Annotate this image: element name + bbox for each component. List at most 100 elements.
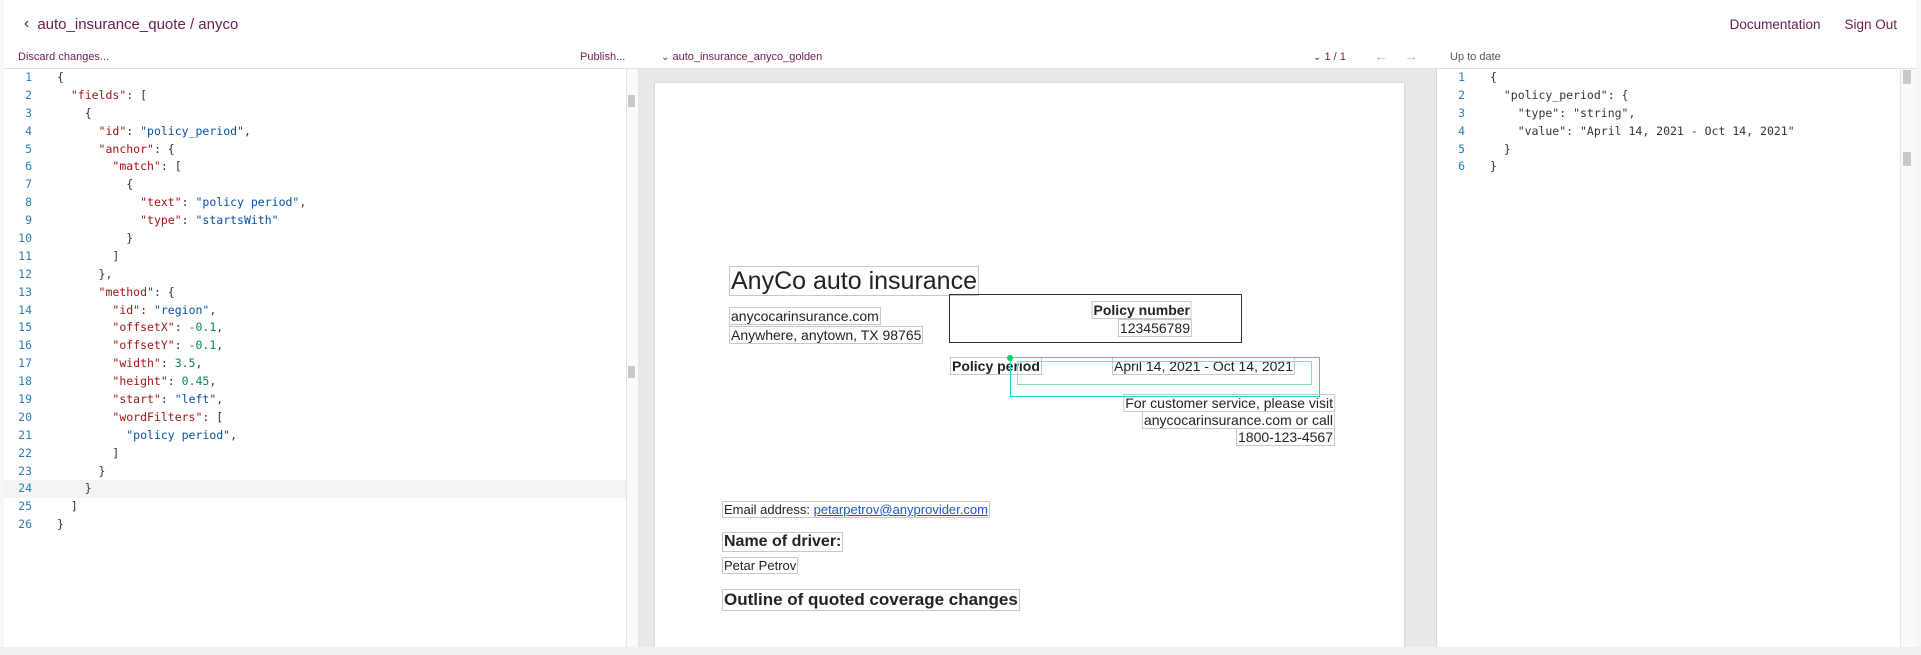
code-token [57, 374, 112, 388]
back-button[interactable]: ‹ auto_insurance_quote / anyco [24, 15, 238, 33]
line-number: 5 [25, 141, 32, 156]
page-select[interactable]: ⌄ 1 / 1 [1313, 51, 1346, 63]
code-token: , [195, 356, 203, 371]
discard-changes-button[interactable]: Discard changes... [18, 51, 110, 63]
code-token: : { [153, 284, 175, 299]
code-line[interactable]: 18 "height": 0.45, [4, 373, 640, 391]
line-number: 6 [25, 159, 32, 174]
code-line[interactable]: 17 "width": 3.5, [4, 355, 640, 373]
code-token: : [140, 302, 154, 317]
line-content: } [57, 463, 106, 481]
documentation-link[interactable]: Documentation [1729, 17, 1821, 32]
code-line[interactable]: 2 "fields": [ [4, 87, 640, 105]
code-token [57, 285, 99, 299]
code-line[interactable]: 11 ] [4, 248, 640, 266]
window-frame-left [0, 0, 4, 655]
editor-scrollbar[interactable] [626, 69, 638, 647]
code-line[interactable]: 12 }, [4, 266, 640, 284]
next-page-icon[interactable]: → [1404, 48, 1418, 64]
code-token: , [216, 320, 224, 335]
line-number: 5 [1458, 141, 1465, 156]
output-scroll-marker[interactable] [1903, 70, 1911, 84]
code-line[interactable]: 9 "type": "startsWith" [4, 212, 640, 230]
document-select[interactable]: ⌄ auto_insurance_anyco_golden [661, 51, 822, 63]
line-number: 4 [25, 123, 32, 138]
code-line[interactable]: 15 "offsetX": -0.1, [4, 319, 640, 337]
editor-scroll-marker[interactable] [628, 366, 635, 378]
code-line[interactable]: 5 "anchor": { [4, 141, 640, 159]
code-line[interactable]: 5 } [1437, 141, 1916, 159]
output-scroll-marker[interactable] [1903, 152, 1911, 166]
line-content: } [57, 516, 64, 534]
line-number: 9 [25, 213, 32, 228]
window-frame-bottom [0, 647, 1921, 655]
code-token [57, 195, 140, 209]
code-token: "fields" [70, 87, 127, 102]
extraction-region-highlight[interactable] [1010, 357, 1320, 397]
code-line[interactable]: 10 } [4, 230, 640, 248]
line-content: "start": "left", [57, 391, 223, 409]
line-content: "text": "policy period", [57, 194, 306, 212]
email-link[interactable]: petarpetrov@anyprovider.com [813, 502, 988, 517]
output-json-panel[interactable]: 1{2 "policy_period": {3 "type": "string"… [1437, 69, 1916, 647]
prev-page-icon[interactable]: ← [1374, 48, 1388, 64]
code-token: "left" [174, 392, 217, 407]
doc-website: anycocarinsurance.com [729, 307, 881, 325]
code-token: : [ [160, 159, 182, 174]
code-line[interactable]: 1{ [1437, 69, 1916, 87]
line-number: 13 [18, 284, 32, 299]
line-content: { [57, 69, 64, 87]
code-line[interactable]: 26} [4, 516, 640, 534]
code-token: } [1490, 159, 1497, 174]
code-token [57, 213, 140, 227]
output-scrollbar[interactable] [1900, 69, 1916, 647]
code-token: "offsetY" [112, 338, 175, 353]
publish-button[interactable]: Publish... [580, 51, 626, 63]
code-line[interactable]: 7 { [4, 176, 640, 194]
code-line[interactable]: 23 } [4, 463, 640, 481]
code-line[interactable]: 16 "offsetY": -0.1, [4, 337, 640, 355]
pane-splitter[interactable] [638, 69, 640, 647]
code-token: ] [57, 248, 120, 263]
code-line[interactable]: 25 ] [4, 498, 640, 516]
code-token: "text" [140, 195, 182, 210]
code-line[interactable]: 19 "start": "left", [4, 391, 640, 409]
code-token: "value": "April 14, 2021 - Oct 14, 2021" [1490, 123, 1795, 138]
code-token: : [174, 338, 189, 353]
document-viewer: AnyCo auto insurance anycocarinsurance.c… [640, 69, 1436, 647]
code-token: "region" [153, 302, 210, 317]
customer-service-line: anycocarinsurance.com or call [1141, 411, 1335, 429]
code-token: : [160, 356, 175, 371]
code-line[interactable]: 3 "type": "string", [1437, 105, 1916, 123]
line-content: }, [57, 266, 113, 284]
code-line[interactable]: 4 "id": "policy_period", [4, 123, 640, 141]
code-line[interactable]: 24 } [4, 480, 640, 499]
code-line[interactable]: 3 { [4, 105, 640, 123]
editor-scroll-marker[interactable] [628, 95, 635, 107]
code-token: : [181, 213, 196, 228]
line-number: 16 [18, 338, 32, 353]
policy-number-box [949, 294, 1242, 343]
code-line[interactable]: 6 "match": [ [4, 158, 640, 176]
code-token: "anchor" [98, 141, 154, 156]
line-number: 3 [1458, 105, 1465, 120]
code-line[interactable]: 1{ [4, 69, 640, 87]
sign-out-link[interactable]: Sign Out [1844, 17, 1897, 32]
code-line[interactable]: 21 "policy period", [4, 427, 640, 445]
code-line[interactable]: 14 "id": "region", [4, 302, 640, 320]
code-line[interactable]: 20 "wordFilters": [ [4, 409, 640, 427]
toolbar-divider [4, 68, 1916, 69]
code-line[interactable]: 2 "policy_period": { [1437, 87, 1916, 105]
code-line[interactable]: 13 "method": { [4, 284, 640, 302]
code-line[interactable]: 22 ] [4, 445, 640, 463]
code-token: : [126, 123, 141, 138]
code-line[interactable]: 6} [1437, 158, 1916, 176]
line-number: 23 [18, 463, 32, 478]
code-line[interactable]: 4 "value": "April 14, 2021 - Oct 14, 202… [1437, 123, 1916, 141]
region-anchor-handle[interactable] [1007, 355, 1013, 361]
code-token: } [57, 481, 92, 496]
project-title: auto_insurance_quote / anyco [37, 15, 239, 33]
line-number: 8 [25, 195, 32, 210]
code-line[interactable]: 8 "text": "policy period", [4, 194, 640, 212]
code-editor[interactable]: 1{2 "fields": [3 {4 "id": "policy_period… [4, 69, 640, 647]
